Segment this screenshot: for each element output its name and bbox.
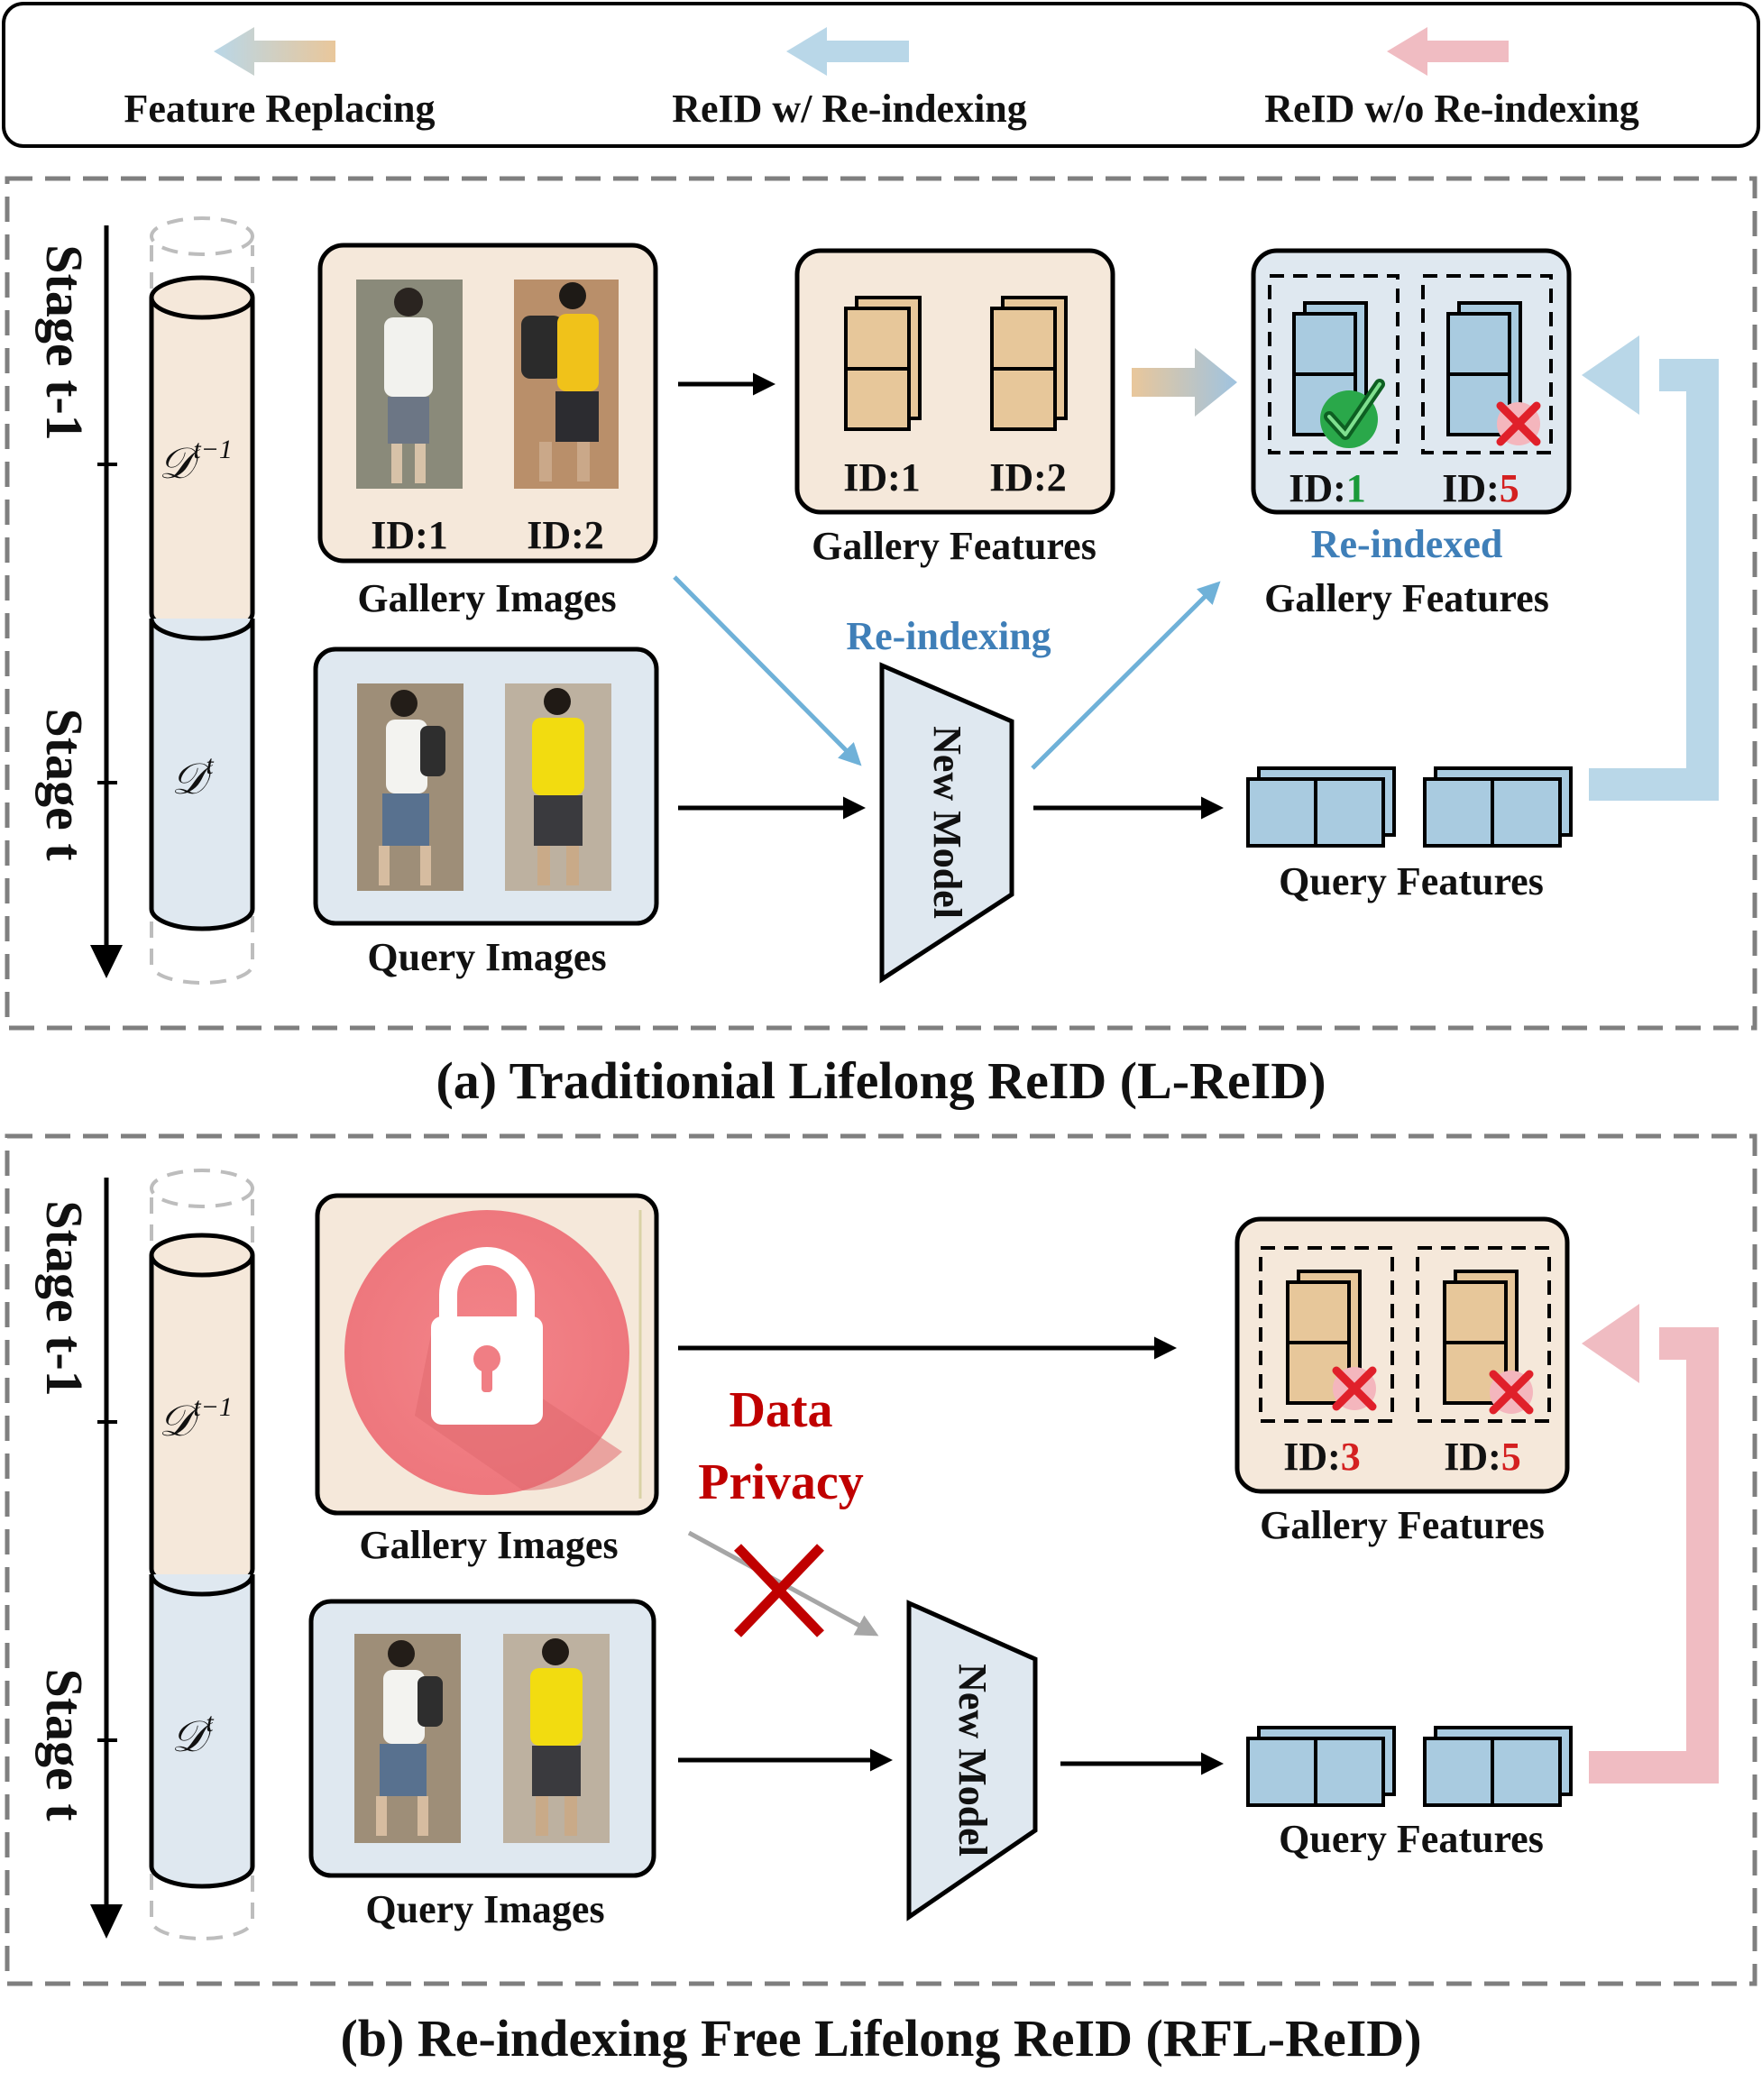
person-figure — [357, 683, 463, 891]
reid-without-reindexing-arrow — [1387, 27, 1509, 76]
new-model-b: New Model — [906, 1600, 1038, 1921]
legend: Feature Replacing ReID w/ Re-indexing Re… — [2, 2, 1760, 148]
caption-b: (b) Re-indexing Free Lifelong ReID (RFL-… — [340, 2009, 1421, 2068]
reid-with-reindexing-arrow — [786, 27, 909, 76]
query-features-a — [1246, 766, 1573, 848]
panel-b: Stage t-1 Stage t 𝒟t−1 𝒟t — [5, 1133, 1757, 2068]
legend-reid-without: ReID w/o Re-indexing — [1264, 87, 1639, 131]
feature-replacing-arrow-a — [1132, 348, 1237, 417]
feature-block — [1246, 1726, 1396, 1807]
cross-icon — [1332, 1366, 1377, 1411]
gallery-id2-a: ID:2 — [527, 513, 604, 557]
cross-icon — [1496, 401, 1541, 446]
feature-block — [1446, 301, 1522, 436]
panel-a-frame — [5, 176, 1757, 1031]
reid-without-reindex-arrowhead-b — [1582, 1304, 1639, 1383]
feature-block — [1443, 1270, 1519, 1405]
gallery-features-label-a: Gallery Features — [812, 524, 1097, 568]
reid-with-reindex-arrow-a — [1589, 359, 1719, 801]
stage-t-label-a: Stage t — [35, 708, 94, 861]
panel-a: Stage t-1 Stage t 𝒟t−1 𝒟t — [5, 176, 1757, 1110]
gallery-features-a: ID:1 ID:2 — [794, 248, 1115, 515]
query-features-label-b: Query Features — [1279, 1817, 1544, 1861]
new-model-label-b: New Model — [950, 1664, 995, 1857]
feat-id2-a: ID:2 — [989, 455, 1067, 500]
query-images-label-a: Query Images — [367, 935, 606, 979]
feature-block — [844, 296, 922, 431]
feature-replacing-arrow — [214, 27, 335, 76]
panel-b-frame — [5, 1133, 1757, 1986]
dataset-cylinder-b: 𝒟t−1 𝒟t — [149, 1169, 255, 1940]
cross-icon — [1489, 1370, 1534, 1415]
stage-t-label-b: Stage t — [35, 1668, 94, 1821]
privacy-label-b: Privacy — [698, 1454, 863, 1510]
feature-block — [990, 296, 1068, 431]
reid-with-reindex-arrowhead-a — [1582, 335, 1639, 415]
dataset-cylinder-a: 𝒟t−1 𝒟t — [149, 216, 255, 985]
timeline-a: Stage t-1 Stage t — [35, 225, 123, 978]
feature-block — [1246, 766, 1396, 848]
reidx-id2-a: ID:5 — [1442, 466, 1519, 510]
gallery-features-b: ID:3 ID:5 — [1234, 1216, 1570, 1494]
reindexed-gallery-features-a: ID:1 ID:5 — [1251, 248, 1572, 515]
gallery-images-locked-b — [315, 1193, 659, 1516]
arrow-model-to-reindexed — [1031, 581, 1221, 770]
query-features-b — [1246, 1726, 1573, 1807]
reid-without-reindex-arrow-b — [1589, 1327, 1719, 1784]
person-figure — [514, 280, 619, 489]
gallery-images-label-a: Gallery Images — [357, 576, 616, 620]
caption-a: (a) Traditionial Lifelong ReID (L-ReID) — [436, 1051, 1326, 1110]
query-features-label-a: Query Features — [1279, 859, 1544, 903]
gallery-features-label-b: Gallery Features — [1260, 1503, 1545, 1547]
gallery-images-label-b: Gallery Images — [359, 1523, 618, 1567]
new-model-a: New Model — [879, 662, 1014, 984]
new-model-label-a: New Model — [925, 726, 969, 919]
feature-block — [1423, 766, 1573, 848]
person-figure — [356, 280, 463, 489]
timeline-b: Stage t-1 Stage t — [35, 1178, 123, 1939]
feature-block — [1286, 1270, 1362, 1405]
query-images-a — [313, 647, 659, 926]
legend-box — [2, 2, 1760, 148]
gallery-id1-a: ID:1 — [371, 513, 448, 557]
data-label-b: Data — [729, 1382, 832, 1438]
gallery-images-a: ID:1 ID:2 — [317, 243, 658, 564]
query-images-label-b: Query Images — [365, 1887, 604, 1931]
legend-feature-replacing: Feature Replacing — [124, 87, 435, 131]
lock-icon — [344, 1210, 629, 1495]
person-figure — [354, 1634, 461, 1843]
id1-b: ID:3 — [1283, 1435, 1361, 1479]
cross-icon — [734, 1544, 824, 1637]
stage-t-1-label-b: Stage t-1 — [35, 1200, 94, 1396]
person-figure — [503, 1634, 610, 1843]
feat-id1-a: ID:1 — [843, 455, 921, 500]
stage-t-1-label-a: Stage t-1 — [35, 244, 94, 440]
legend-reid-with: ReID w/ Re-indexing — [672, 87, 1027, 131]
person-figure — [505, 683, 611, 891]
query-images-b — [308, 1599, 656, 1878]
check-icon — [1320, 379, 1385, 448]
feature-block — [1423, 1726, 1573, 1807]
id2-b: ID:5 — [1444, 1435, 1521, 1479]
reindexed-label-a: Re-indexed — [1311, 522, 1503, 566]
arrow-gallery-to-model — [673, 575, 862, 766]
reidx-id1-a: ID:1 — [1289, 466, 1366, 510]
reindexing-label-a: Re-indexing — [846, 614, 1051, 658]
reindexed-gallery-features-label-a: Gallery Features — [1264, 576, 1549, 620]
